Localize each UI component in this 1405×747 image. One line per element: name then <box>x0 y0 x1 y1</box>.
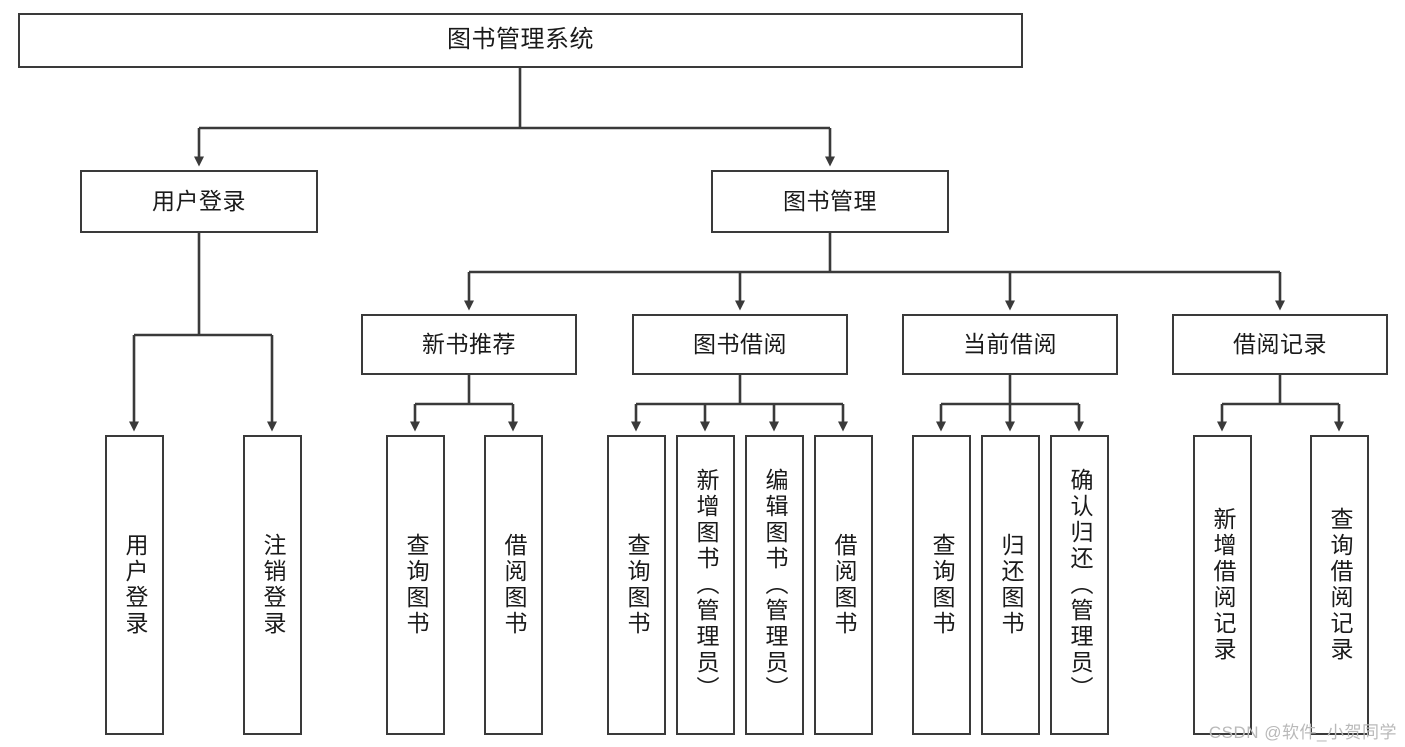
node-label: 编辑图书（管理员） <box>762 468 788 702</box>
node-label: 用户登录 <box>152 187 246 214</box>
node-label: 新书推荐 <box>422 330 516 357</box>
leaf-query-borrow-record[interactable]: 查询借阅记录 <box>1310 435 1369 735</box>
leaf-borrow-book[interactable]: 借阅图书 <box>814 435 873 735</box>
node-user-login[interactable]: 用户登录 <box>80 170 318 233</box>
node-book-management[interactable]: 图书管理 <box>711 170 949 233</box>
leaf-user-logout[interactable]: 注销登录 <box>243 435 302 735</box>
node-label: 借阅记录 <box>1233 330 1327 357</box>
node-label: 借阅图书 <box>501 533 527 637</box>
node-label: 确认归还（管理员） <box>1067 468 1093 702</box>
leaf-add-borrow-record[interactable]: 新增借阅记录 <box>1193 435 1252 735</box>
node-label: 查询借阅记录 <box>1327 507 1353 663</box>
node-label: 新增借阅记录 <box>1210 507 1236 663</box>
node-new-book-recommend[interactable]: 新书推荐 <box>361 314 577 375</box>
node-borrow-records[interactable]: 借阅记录 <box>1172 314 1388 375</box>
leaf-user-login[interactable]: 用户登录 <box>105 435 164 735</box>
leaf-edit-book-admin[interactable]: 编辑图书（管理员） <box>745 435 804 735</box>
node-label: 图书管理 <box>783 187 877 214</box>
node-root-system[interactable]: 图书管理系统 <box>18 13 1023 68</box>
node-label: 归还图书 <box>998 533 1024 637</box>
node-label: 新增图书（管理员） <box>693 468 719 702</box>
leaf-query-books-borrow[interactable]: 查询图书 <box>607 435 666 735</box>
node-book-borrow[interactable]: 图书借阅 <box>632 314 848 375</box>
leaf-query-books-current[interactable]: 查询图书 <box>912 435 971 735</box>
leaf-borrow-books-recommend[interactable]: 借阅图书 <box>484 435 543 735</box>
leaf-confirm-return-admin[interactable]: 确认归还（管理员） <box>1050 435 1109 735</box>
node-label: 查询图书 <box>624 533 650 637</box>
node-label: 查询图书 <box>929 533 955 637</box>
leaf-add-book-admin[interactable]: 新增图书（管理员） <box>676 435 735 735</box>
node-label: 当前借阅 <box>963 330 1057 357</box>
node-current-borrow[interactable]: 当前借阅 <box>902 314 1118 375</box>
watermark-text: CSDN @软件_小贺同学 <box>1208 723 1397 742</box>
leaf-return-book[interactable]: 归还图书 <box>981 435 1040 735</box>
node-label: 借阅图书 <box>831 533 857 637</box>
node-label: 图书管理系统 <box>447 26 594 54</box>
leaf-query-books-recommend[interactable]: 查询图书 <box>386 435 445 735</box>
node-label: 用户登录 <box>122 533 148 637</box>
node-label: 图书借阅 <box>693 330 787 357</box>
node-label: 查询图书 <box>403 533 429 637</box>
node-label: 注销登录 <box>260 533 286 637</box>
